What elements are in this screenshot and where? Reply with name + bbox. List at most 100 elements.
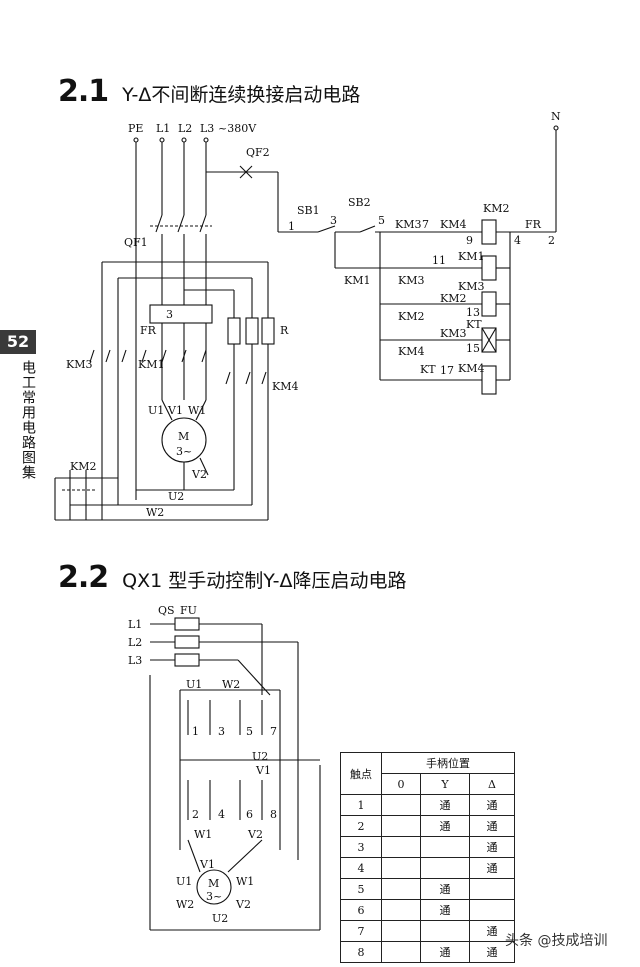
- label-km2-coil: KM2: [483, 202, 509, 215]
- label-l3-b: L3: [128, 654, 142, 667]
- book-title: 电工常用电路图集: [20, 360, 36, 480]
- label-km2-contact: KM2: [440, 292, 466, 305]
- label-motor: M: [178, 430, 189, 443]
- label-v1: V1: [167, 404, 183, 417]
- label-l2: L2: [178, 122, 192, 135]
- cell: [420, 836, 470, 858]
- label-u1-motor: U1: [176, 875, 192, 888]
- cell: [381, 899, 421, 921]
- cell: 1: [340, 794, 382, 816]
- label-l3: L3: [200, 122, 214, 135]
- cell: 5: [340, 878, 382, 900]
- motor-icon: [196, 869, 232, 905]
- label-u1-b: U1: [186, 678, 202, 691]
- label-motor-phase-b: 3~: [206, 890, 222, 903]
- label-w1-b: W1: [194, 828, 212, 841]
- position-0: 0: [381, 773, 421, 795]
- label-km3-coil: KM3: [458, 280, 484, 293]
- cell: [381, 794, 421, 816]
- resistor-icon: [245, 317, 259, 345]
- cell: 2: [340, 815, 382, 837]
- cell: 通: [469, 794, 515, 816]
- label-qf1: QF1: [124, 236, 148, 249]
- section-title: QX1 型手动控制Y-Δ降压启动电路: [122, 570, 407, 592]
- circuit-2-1-main: [54, 137, 275, 521]
- position-star: Y: [420, 773, 470, 795]
- circuit-2-2: [149, 617, 321, 931]
- label-v2: V2: [191, 468, 207, 481]
- page-number: 52: [0, 330, 36, 354]
- label-u2: U2: [168, 490, 184, 503]
- main-contacts: [89, 323, 267, 400]
- label-v1-b: V1: [255, 764, 271, 777]
- label-w1-motor: W1: [236, 875, 254, 888]
- cell: 通: [469, 836, 515, 858]
- contact-4: 4: [218, 808, 225, 821]
- label-pe: PE: [128, 122, 143, 135]
- contact-2: 2: [192, 808, 199, 821]
- node-7: 7: [422, 218, 429, 231]
- contact-5: 5: [246, 725, 253, 738]
- label-km4-contact-b: KM4: [398, 345, 424, 358]
- section-number: 2.1: [58, 74, 109, 109]
- label-km1-contact: KM1: [344, 274, 370, 287]
- label-km3-contact-b: KM3: [398, 274, 424, 287]
- label-fr-control: FR: [525, 218, 542, 231]
- cell: [381, 920, 421, 942]
- node-13: 13: [466, 306, 480, 319]
- label-km4-coil: KM4: [458, 362, 484, 375]
- label-motor-phase: 3~: [176, 445, 192, 458]
- cell: [381, 836, 421, 858]
- position-delta: Δ: [469, 773, 515, 795]
- circuit-2-1-control: [206, 125, 559, 395]
- node-17: 17: [440, 364, 454, 377]
- label-l1: L1: [156, 122, 170, 135]
- label-u1: U1: [148, 404, 164, 417]
- cell: 通: [469, 941, 515, 963]
- label-l2-b: L2: [128, 636, 142, 649]
- contact-7: 7: [270, 725, 277, 738]
- label-sb2: SB2: [348, 196, 371, 209]
- section-2-1-heading: 2.1 Y-Δ不间断连续换接启动电路: [58, 74, 360, 109]
- contact-3: 3: [218, 725, 225, 738]
- contact-6: 6: [246, 808, 253, 821]
- label-relay-num: 3: [166, 308, 173, 321]
- node-15: 15: [466, 342, 480, 355]
- label-km2-main: KM2: [70, 460, 96, 473]
- cell: 通: [420, 899, 470, 921]
- label-km1-main: KM1: [138, 358, 164, 371]
- label-motor-b: M: [208, 877, 219, 890]
- section-title: Y-Δ不间断连续换接启动电路: [122, 84, 361, 106]
- label-v1-motor: V1: [199, 858, 215, 871]
- label-sb1: SB1: [297, 204, 320, 217]
- label-v2-b: V2: [247, 828, 263, 841]
- label-km3-contact: KM3: [395, 218, 421, 231]
- cell: [381, 857, 421, 879]
- cell: 8: [340, 941, 382, 963]
- section-number: 2.2: [58, 560, 109, 595]
- cell: [381, 941, 421, 963]
- resistor-icon: [261, 317, 275, 345]
- label-l1-b: L1: [128, 618, 142, 631]
- label-w1: W1: [188, 404, 206, 417]
- label-kt-contact: KT: [420, 363, 436, 376]
- cell: [381, 815, 421, 837]
- qf1-breaker: [150, 214, 212, 305]
- node-4: 4: [514, 234, 521, 247]
- cell: 7: [340, 920, 382, 942]
- node-5: 5: [378, 214, 385, 227]
- label-w2-motor: W2: [176, 898, 194, 911]
- cell: 通: [420, 794, 470, 816]
- node-11: 11: [432, 254, 446, 267]
- cell: 通: [469, 815, 515, 837]
- label-km4-contact: KM4: [440, 218, 466, 231]
- label-fu: FU: [180, 604, 197, 617]
